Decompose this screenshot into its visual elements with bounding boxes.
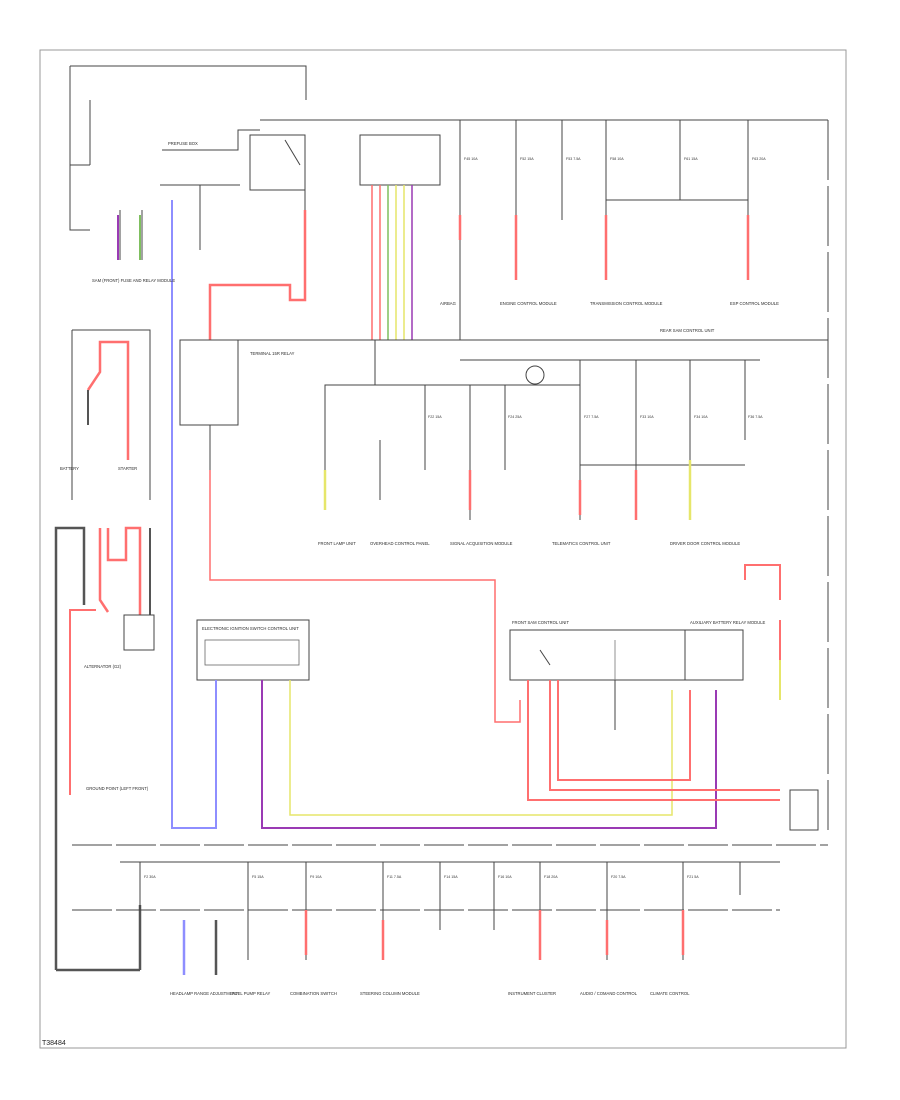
- fuse-label-middle: F24 25A: [508, 415, 522, 419]
- middle-colored-drops: [323, 460, 692, 520]
- fuse-labels: F45 10A F52 15A F53 7.5A F58 10A F61 15A F63 …: [144, 157, 766, 879]
- bottom-colored-drops: [182, 910, 685, 975]
- component-starter: STARTER: [118, 466, 137, 471]
- ignition-switch-area: [160, 119, 828, 250]
- fuse-label-middle: F33 10A: [640, 415, 654, 419]
- component-label-top: ESP CONTROL MODULE: [730, 301, 779, 306]
- component-label-middle: FRONT LAMP UNIT: [318, 541, 356, 546]
- left-colored-wires: [117, 215, 141, 260]
- fuse-label-bottom: F20 7.5A: [611, 875, 626, 879]
- component-label-bottom: COMBINATION SWITCH: [290, 991, 337, 996]
- top-red-drops: [458, 215, 750, 280]
- component-labels: SAM (FRONT) FUSE AND RELAY MODULE BATTERY…: [60, 141, 779, 996]
- fuse-label-bottom: F5 15A: [252, 875, 264, 879]
- fuse-label-middle: F27 7.5A: [584, 415, 599, 419]
- fuse-label-bottom: F11 7.5A: [387, 875, 402, 879]
- component-label-middle: SIGNAL ACQUISITION MODULE: [450, 541, 513, 546]
- bottom-fuse-bus: [72, 844, 828, 911]
- red-relay-wire: [208, 210, 307, 340]
- battery-block: [71, 329, 151, 500]
- fuse-label-top: F58 10A: [610, 157, 624, 161]
- fuse-label-bottom: F21 5A: [687, 875, 699, 879]
- relay-block: [359, 134, 441, 340]
- fuse-label-middle: F34 10A: [694, 415, 708, 419]
- fuse-label-bottom: F2 30A: [144, 875, 156, 879]
- diagram-frame: [39, 49, 847, 1049]
- red-feed-wire: [209, 470, 521, 723]
- ignition-control-unit: [196, 619, 717, 829]
- fuse-label-middle: F36 7.5A: [748, 415, 763, 419]
- fuse-label-bottom: F18 20A: [544, 875, 558, 879]
- blue-main-wire: [171, 200, 217, 829]
- component-ground-point: GROUND POINT (LEFT FRONT): [86, 786, 149, 791]
- fuse-label-bottom: F14 15A: [444, 875, 458, 879]
- component-label-bottom: HEADLAMP RANGE ADJUSTMENT: [170, 991, 239, 996]
- fuse-label-middle: F22 15A: [428, 415, 442, 419]
- component-label-bottom: FUEL PUMP RELAY: [232, 991, 271, 996]
- component-label-middle: DRIVER DOOR CONTROL MODULE: [670, 541, 740, 546]
- right-connector: [789, 789, 819, 831]
- component-label-middle: TELEMATICS CONTROL UNIT: [552, 541, 611, 546]
- top-fuse-row: [459, 120, 749, 340]
- component-label-top: AIRBAG: [440, 301, 456, 306]
- component-prefuse: PREFUSE BOX: [168, 141, 198, 146]
- component-battery: BATTERY: [60, 466, 79, 471]
- right-red-loop: [744, 564, 781, 600]
- component-aux-battery: AUXILIARY BATTERY RELAY MODULE: [690, 620, 766, 625]
- bottom-fuse-drops: [139, 862, 741, 960]
- component-label-bottom: AUDIO / COMAND CONTROL: [580, 991, 638, 996]
- component-label-bottom: STEERING COLUMN MODULE: [360, 991, 420, 996]
- component-label-top: TRANSMISSION CONTROL MODULE: [590, 301, 663, 306]
- fuse-label-bottom: F16 10A: [498, 875, 512, 879]
- component-engine-fuse-box: SAM (FRONT) FUSE AND RELAY MODULE: [92, 278, 175, 283]
- component-front-sam: FRONT SAM CONTROL UNIT: [512, 620, 569, 625]
- middle-bus: [179, 339, 828, 520]
- component-label-top: ENGINE CONTROL MODULE: [500, 301, 557, 306]
- fuse-label-top: F45 10A: [464, 157, 478, 161]
- component-ignition-switch: ELECTRONIC IGNITION SWITCH CONTROL UNIT: [202, 626, 299, 631]
- fuse-label-bottom: F9 10A: [310, 875, 322, 879]
- component-label-bottom: INSTRUMENT CLUSTER: [508, 991, 556, 996]
- component-rear-sam: REAR SAM CONTROL UNIT: [660, 328, 715, 333]
- fuse-label-top: F61 15A: [684, 157, 698, 161]
- fuse-label-top: F52 15A: [520, 157, 534, 161]
- left-power-column: [69, 65, 307, 260]
- fuse-label-top: F63 20A: [752, 157, 766, 161]
- center-control-module: [509, 629, 780, 801]
- component-label-bottom: CLIMATE CONTROL: [650, 991, 690, 996]
- component-relay: TERMINAL 15R RELAY: [250, 351, 295, 356]
- component-label-middle: OVERHEAD CONTROL PANEL: [370, 541, 430, 546]
- page-id: T38484: [42, 1040, 66, 1047]
- fuse-label-top: F53 7.5A: [566, 157, 581, 161]
- alternator-block: [54, 526, 155, 972]
- component-alternator: ALTERNATOR (G2): [84, 664, 122, 669]
